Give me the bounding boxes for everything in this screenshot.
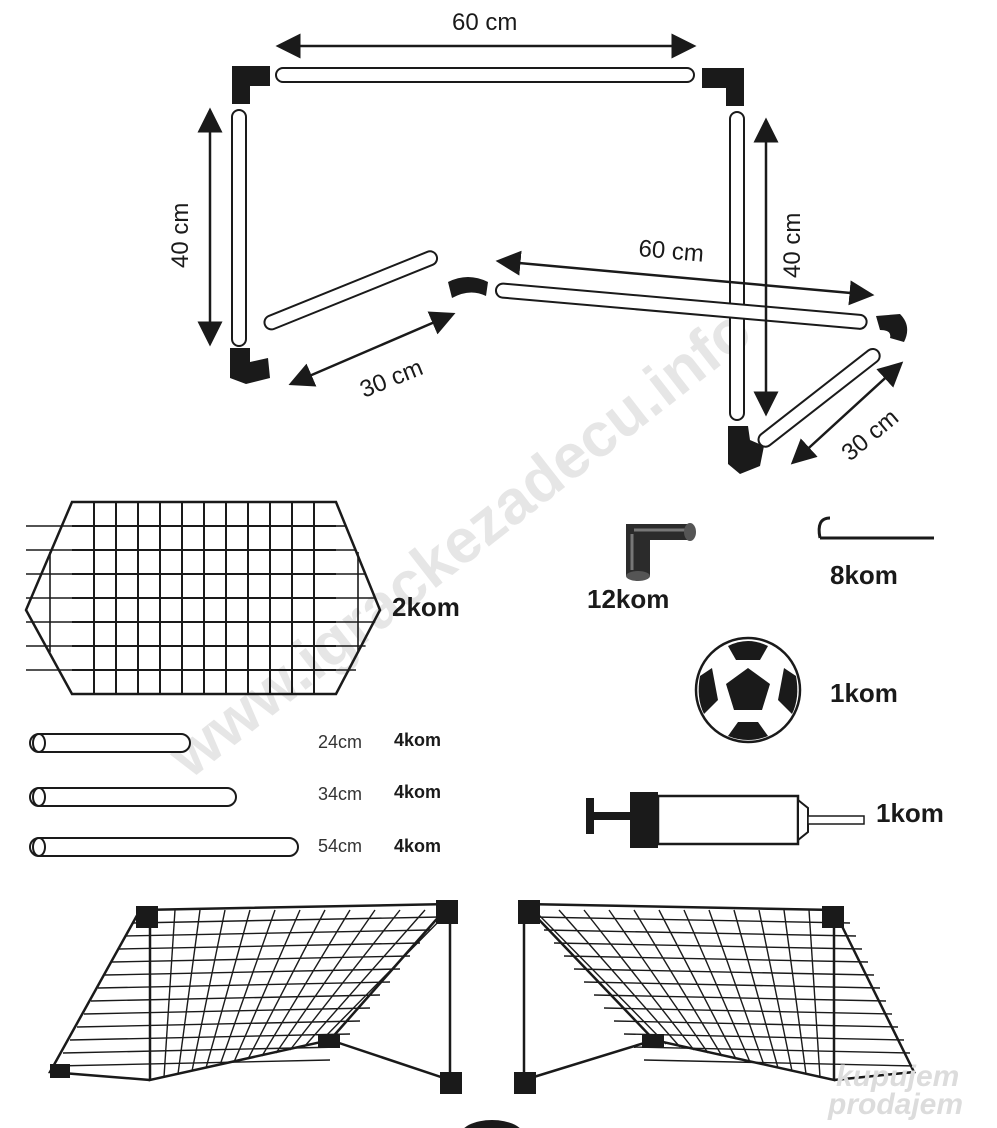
pipe-34-qty: 4kom bbox=[394, 782, 441, 802]
pipe-54-qty: 4kom bbox=[394, 836, 441, 856]
corner-connector-top-left bbox=[232, 66, 270, 104]
pump-qty-label: 1kom bbox=[876, 798, 944, 828]
right-post-pipe bbox=[729, 111, 745, 421]
goal-right bbox=[514, 900, 917, 1094]
left-depth-pipe bbox=[263, 250, 439, 331]
ball-at-bottom bbox=[464, 1120, 520, 1128]
pipe-list: 24cm 4kom 34cm 4kom 54cm 4kom bbox=[29, 730, 441, 857]
pipe-34-length: 34cm bbox=[318, 784, 362, 804]
left-post-pipe bbox=[231, 109, 247, 347]
connector-qty-label: 12kom bbox=[587, 584, 669, 614]
ball-part bbox=[694, 636, 802, 744]
connector-part bbox=[626, 523, 696, 581]
logo-line2: prodajem bbox=[827, 1088, 963, 1121]
elbow-connector-back-left bbox=[448, 277, 488, 298]
back-width-arrow bbox=[495, 250, 875, 306]
pipe-24 bbox=[29, 733, 191, 753]
right-height-label: 40 cm bbox=[779, 213, 806, 278]
corner-connector-bottom-left bbox=[230, 348, 270, 384]
stake-part bbox=[817, 516, 934, 540]
net-qty-label: 2kom bbox=[392, 592, 460, 622]
pipe-54 bbox=[29, 837, 299, 857]
stake-qty-label: 8kom bbox=[830, 560, 898, 590]
net-grid bbox=[26, 502, 376, 694]
net-outline bbox=[24, 500, 382, 696]
logo-line1: kupujem bbox=[836, 1060, 959, 1093]
net-part bbox=[24, 500, 382, 696]
ball-qty-label: 1kom bbox=[830, 678, 898, 708]
corner-connector-top-right bbox=[702, 68, 744, 106]
goal-left bbox=[47, 900, 462, 1094]
pipe-54-length: 54cm bbox=[318, 836, 362, 856]
corner-connector-bottom-right bbox=[728, 426, 764, 474]
pipe-24-qty: 4kom bbox=[394, 730, 441, 750]
elbow-connector-back-right bbox=[876, 314, 908, 342]
frame-diagram: 60 cm 40 cm 40 cm 30 cm 60 cm 30 cm bbox=[167, 9, 908, 474]
pipe-24-length: 24cm bbox=[318, 732, 362, 752]
left-depth-arrow bbox=[288, 311, 456, 387]
right-depth-arrow bbox=[790, 361, 904, 465]
top-pipe bbox=[275, 67, 695, 83]
pump-part bbox=[586, 792, 865, 848]
top-width-label: 60 cm bbox=[452, 9, 517, 36]
back-width-label: 60 cm bbox=[637, 235, 704, 268]
left-depth-label: 30 cm bbox=[356, 354, 427, 404]
pipe-34 bbox=[29, 787, 237, 807]
left-height-label: 40 cm bbox=[167, 203, 194, 268]
